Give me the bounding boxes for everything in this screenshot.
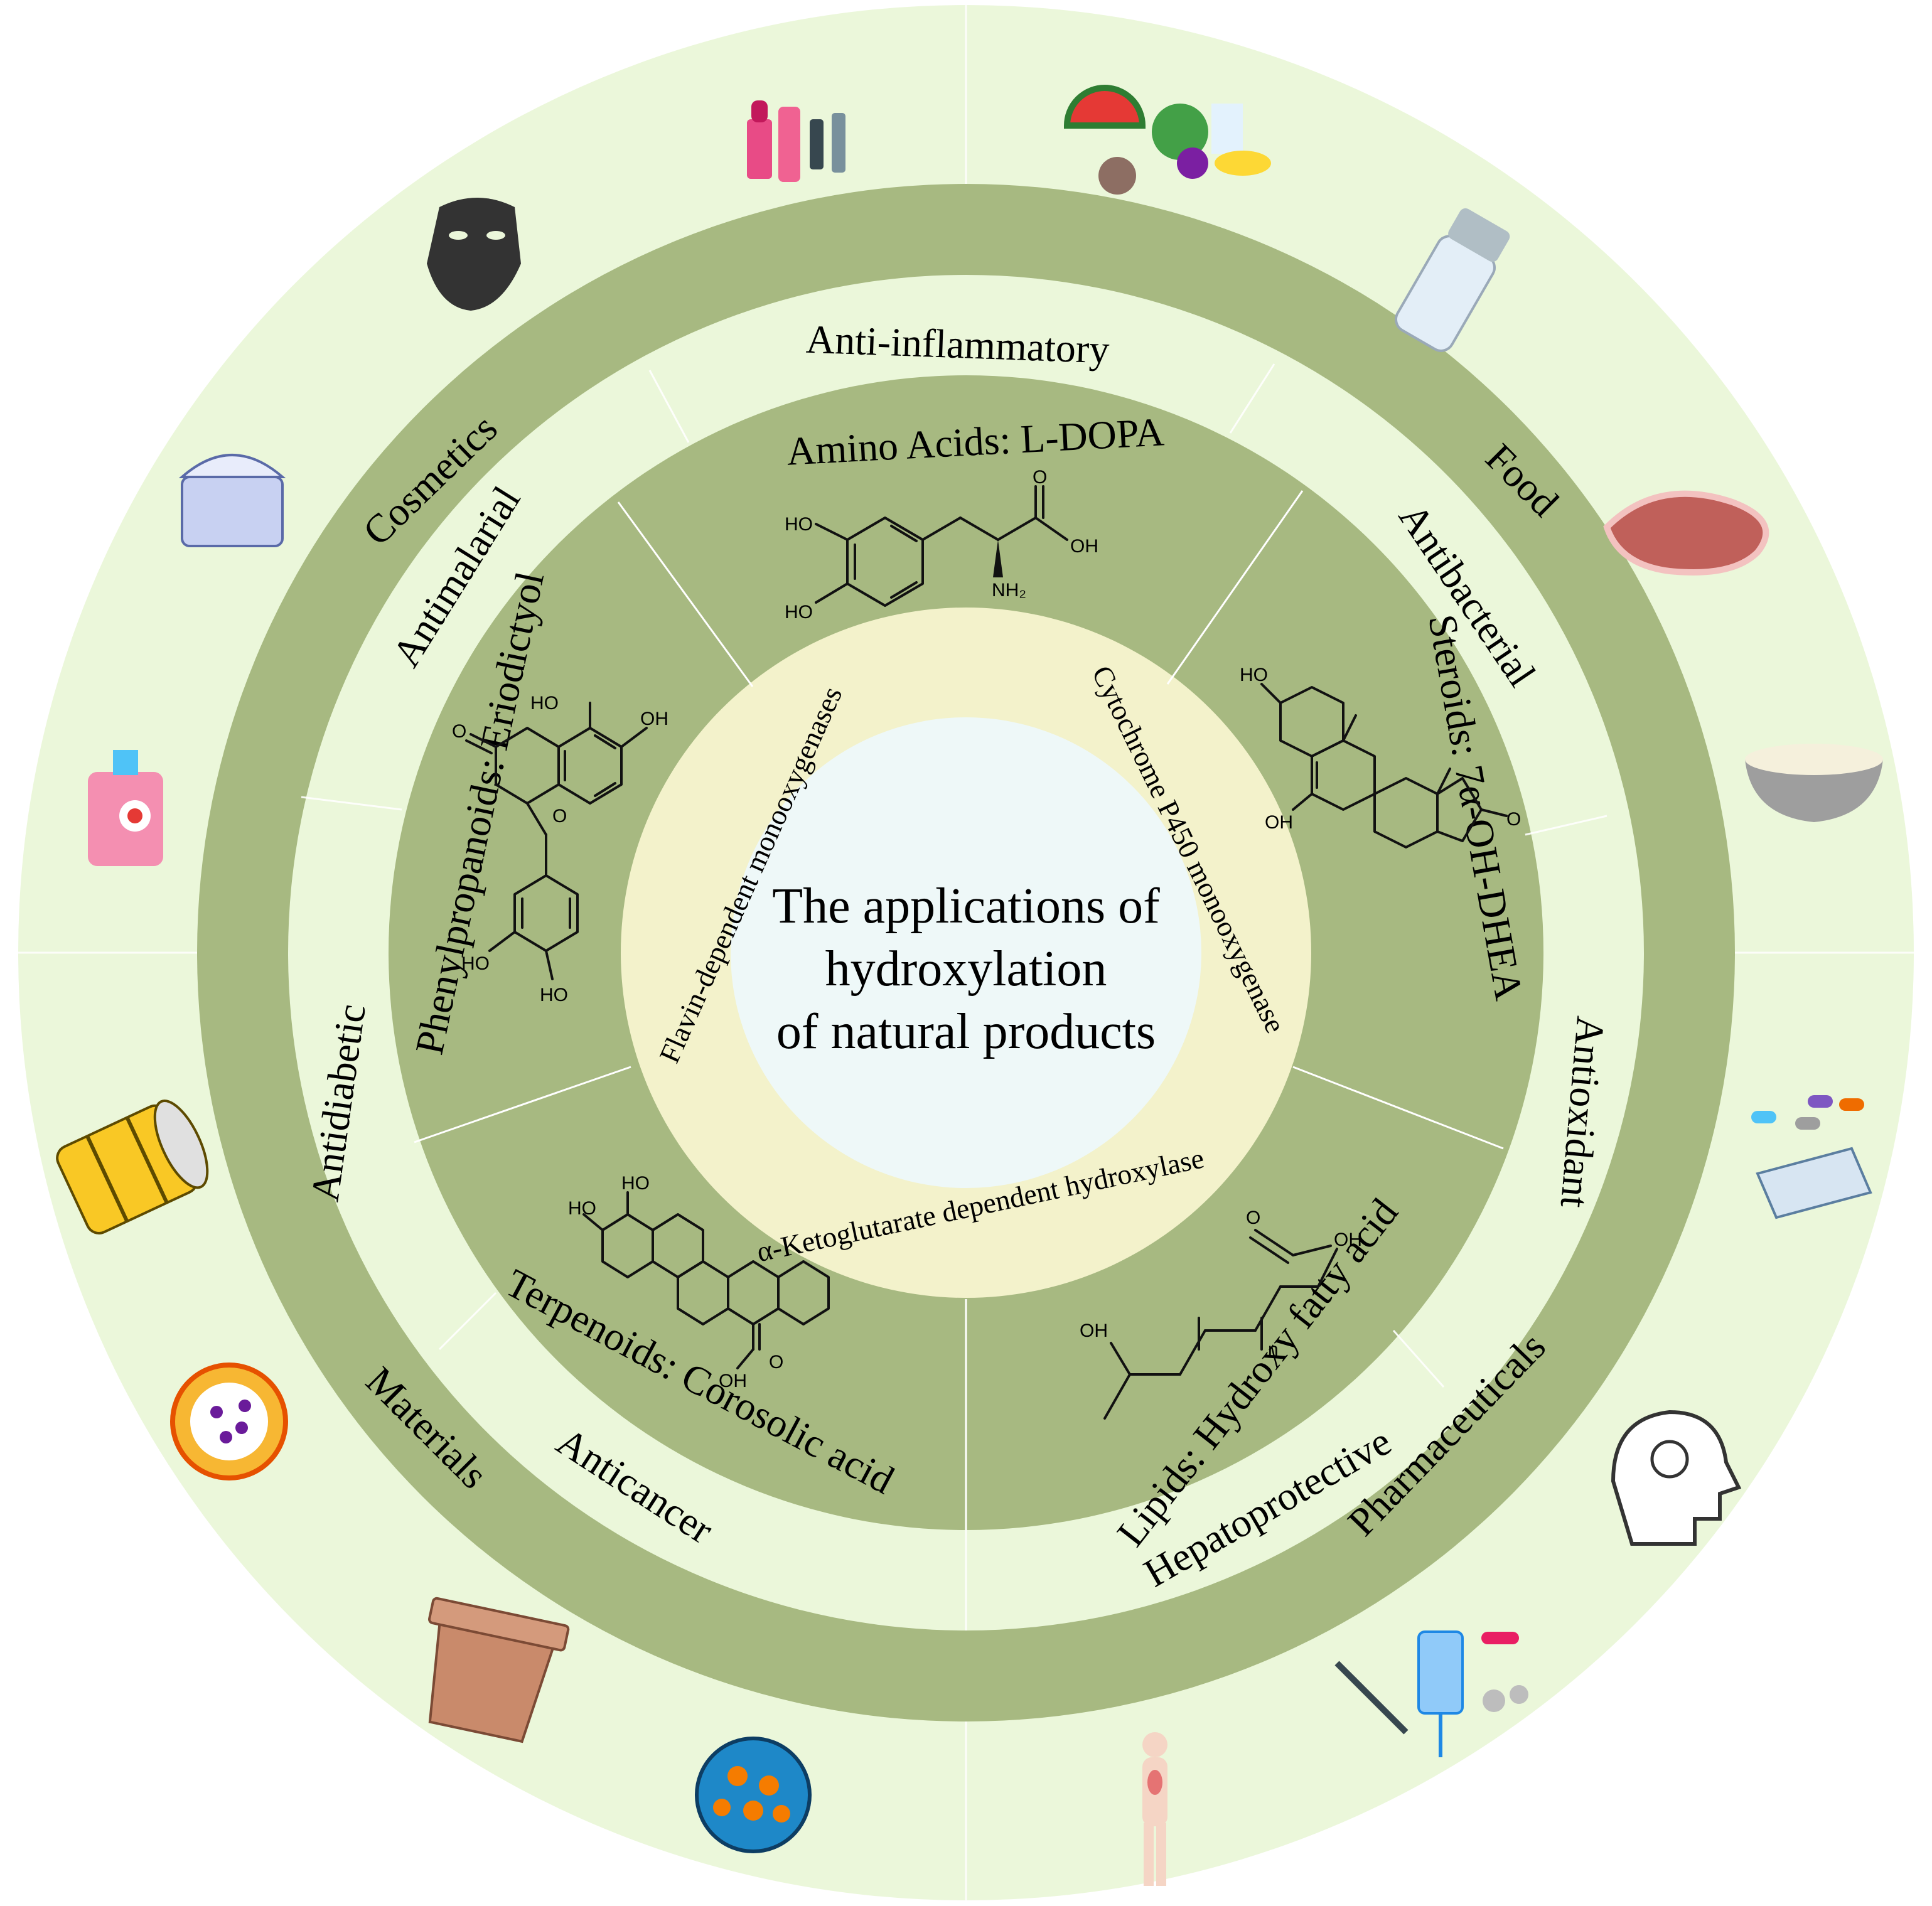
salt-shaker-icon <box>1395 208 1510 352</box>
oil-barrel-icon <box>56 1100 209 1234</box>
corosolic-ho1: HO <box>568 1198 596 1219</box>
sauce-bowl-icon <box>1745 744 1883 822</box>
lipstick-mascara-icon <box>747 100 845 182</box>
eriodictyol-o-keto: O <box>452 721 466 742</box>
food-assortment-icon <box>1063 85 1271 195</box>
center-title-line-1: The applications of <box>772 879 1160 934</box>
eriodictyol-structure: HO OH O O HO HO <box>452 693 668 1005</box>
cream-jar-icon <box>178 454 286 547</box>
dhea-ho: HO <box>1240 665 1268 685</box>
fatty-acid-oh2: OH <box>1080 1320 1108 1341</box>
corosolic-oh: OH <box>719 1371 747 1391</box>
eriodictyol-ho-b2: HO <box>540 985 568 1005</box>
compound-dividers <box>414 490 1504 1530</box>
corosolic-structure: HO HO OH O <box>568 1173 830 1391</box>
ldopa-nh2: NH₂ <box>992 580 1026 601</box>
eriodictyol-ho-b: HO <box>461 953 490 974</box>
fatty-acid-n: n <box>1268 1339 1279 1360</box>
ldopa-structure: HO HO O OH NH₂ <box>785 467 1098 623</box>
eriodictyol-o-ring: O <box>552 806 567 827</box>
dhea-oh: OH <box>1265 812 1293 833</box>
lotion-bottle-icon <box>88 750 163 866</box>
brain-head-icon <box>1611 1410 1742 1546</box>
flower-pot-icon <box>428 1597 570 1743</box>
center-title-line-3: of natural products <box>776 1004 1156 1059</box>
center-circle <box>731 717 1201 1188</box>
corosolic-ho2: HO <box>621 1173 650 1194</box>
corosolic-o: O <box>769 1352 783 1373</box>
fatty-acid-structure: O OH OH n <box>1080 1207 1362 1420</box>
steak-icon <box>1603 490 1769 576</box>
dhea-structure: HO OH O <box>1240 665 1521 849</box>
outer-dividers <box>18 5 1914 1900</box>
center-title-line-2: hydroxylation <box>825 941 1107 997</box>
nanoparticle-icon <box>695 1737 812 1853</box>
ldopa-ho1: HO <box>785 514 813 535</box>
ldopa-oh: OH <box>1070 536 1098 557</box>
dhea-o: O <box>1506 809 1521 830</box>
activity-dividers <box>301 363 1607 1630</box>
human-body-icon <box>1142 1732 1167 1886</box>
ldopa-ho2: HO <box>785 602 813 623</box>
eriodictyol-ho-top: HO <box>530 693 559 714</box>
capsules-plate-icon <box>1751 1095 1872 1219</box>
ldopa-o: O <box>1033 467 1047 488</box>
liposome-icon <box>170 1363 288 1480</box>
fatty-acid-o: O <box>1246 1207 1260 1228</box>
fatty-acid-oh: OH <box>1334 1229 1362 1250</box>
iv-drip-syringe-icon <box>1334 1630 1528 1757</box>
activity-anti-inflammatory: Anti-inflammatory <box>805 317 1110 372</box>
eriodictyol-oh-top: OH <box>640 709 668 729</box>
face-mask-icon <box>427 198 521 311</box>
